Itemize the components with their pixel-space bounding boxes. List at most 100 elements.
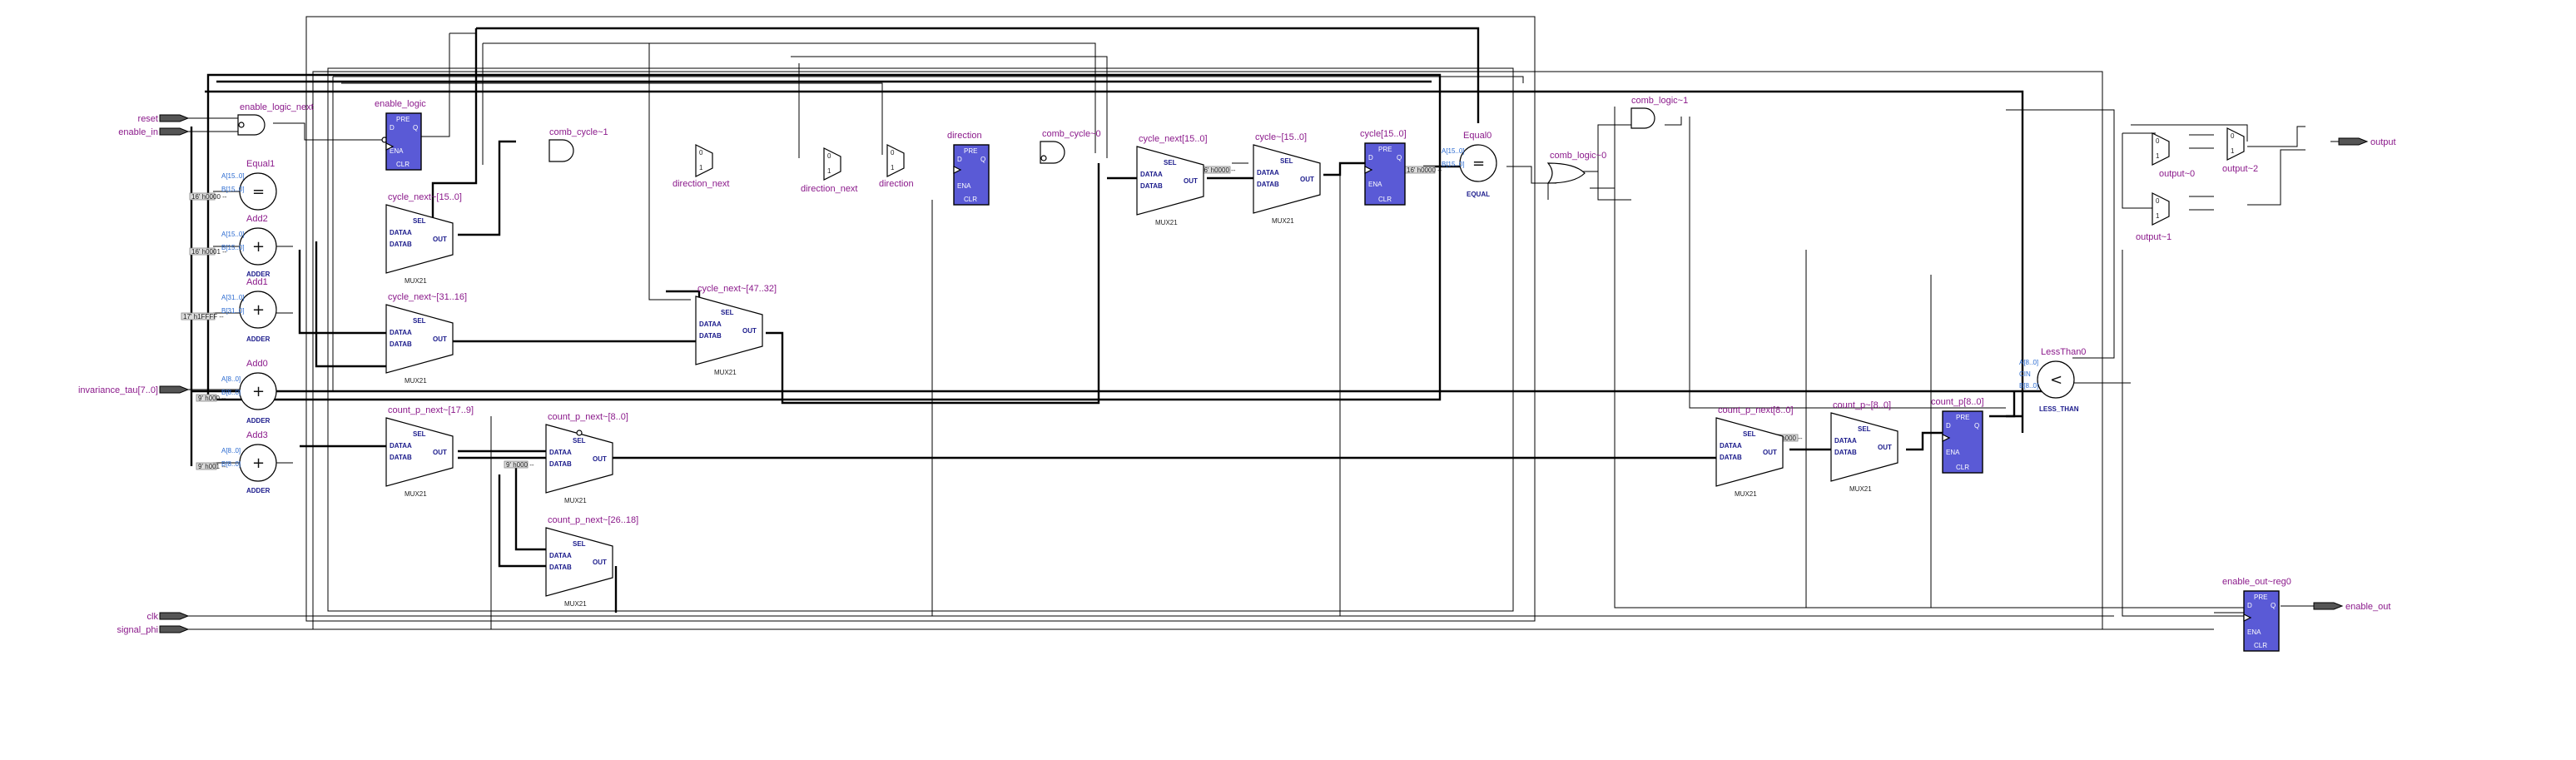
svg-text:B[8..0]: B[8..0] — [221, 389, 241, 396]
svg-text:ADDER: ADDER — [246, 335, 271, 343]
svg-text:MUX21: MUX21 — [1735, 490, 1757, 498]
svg-text:1: 1 — [827, 167, 831, 175]
svg-text:A[31..0]: A[31..0] — [221, 294, 245, 301]
svg-text:SEL: SEL — [721, 309, 734, 316]
svg-text:A[8..0]: A[8..0] — [2019, 359, 2038, 366]
constant-box: 9' h000 -- — [504, 460, 534, 469]
svg-text:A[15..0]: A[15..0] — [1442, 147, 1465, 155]
svg-text:Equal0: Equal0 — [1463, 131, 1491, 141]
svg-text:SEL: SEL — [413, 430, 426, 438]
svg-text:+: + — [252, 301, 265, 319]
operator-add2: + Add2 A[15..0] B[15..0] ADDER — [221, 214, 277, 278]
svg-text:OUT: OUT — [1300, 176, 1314, 183]
svg-text:=: = — [252, 183, 265, 201]
svg-text:B[8..0]: B[8..0] — [221, 460, 241, 468]
svg-text:9' h000 --: 9' h000 -- — [1774, 435, 1803, 442]
svg-text:DATAB: DATAB — [390, 241, 412, 248]
input-pin-invariance-tau: invariance_tau[7..0] — [78, 385, 190, 395]
mux21-count-p-next-17: SEL DATAA DATAB OUT count_p_next~[17..9]… — [385, 405, 474, 498]
pin-label: reset — [138, 114, 158, 124]
svg-text:B[31..0]: B[31..0] — [221, 307, 245, 315]
svg-text:cycle_next~[31..16]: cycle_next~[31..16] — [388, 292, 467, 302]
svg-text:DATAB: DATAB — [699, 332, 722, 340]
svg-text:Add2: Add2 — [246, 214, 268, 224]
and-gate-enable-logic-next: enable_logic_next — [237, 102, 314, 136]
mux21-cycle-next-31: SEL DATAA DATAB OUT cycle_next~[31..16] … — [385, 292, 467, 385]
svg-text:0: 0 — [827, 152, 831, 160]
io-pins: reset enable_in invariance_tau[7..0] clk… — [78, 114, 2396, 635]
svg-text:A[8..0]: A[8..0] — [221, 375, 241, 383]
svg-text:+: + — [252, 383, 265, 400]
svg-text:OUT: OUT — [593, 455, 607, 463]
svg-text:1: 1 — [891, 164, 895, 171]
svg-text:DATAB: DATAB — [1140, 182, 1163, 190]
svg-text:comb_cycle~0: comb_cycle~0 — [1042, 129, 1101, 139]
mux21-cycle-next-15b: SEL DATAA DATAB OUT cycle_next[15..0] MU… — [1136, 134, 1208, 226]
svg-text:count_p_next~[17..9]: count_p_next~[17..9] — [388, 405, 474, 415]
input-pin-reset: reset — [138, 114, 190, 124]
svg-text:PRE: PRE — [964, 147, 977, 155]
mux-output-2: 01 output~2 — [2222, 127, 2258, 174]
svg-text:SEL: SEL — [573, 540, 586, 548]
svg-text:CIN: CIN — [2019, 370, 2031, 378]
svg-text:ENA: ENA — [1946, 449, 1960, 456]
svg-text:OUT: OUT — [1184, 177, 1198, 185]
svg-text:17' h1FFFF --: 17' h1FFFF -- — [183, 313, 224, 320]
svg-text:0: 0 — [699, 149, 703, 156]
svg-text:PRE: PRE — [1378, 146, 1392, 153]
mux-output-0: 01 output~0 — [2152, 132, 2195, 179]
mux-direction-next: 01 direction_next — [673, 144, 730, 189]
and-gate-comb-logic-1: comb_logic~1 — [1630, 96, 1688, 129]
operator-add3: + Add3 A[8..0] B[8..0] ADDER — [221, 430, 277, 494]
svg-text:direction: direction — [947, 131, 982, 141]
svg-text:LESS_THAN: LESS_THAN — [2039, 405, 2079, 413]
mux-output-1: 01 output~1 — [2136, 192, 2171, 242]
svg-text:B[15..0]: B[15..0] — [221, 244, 245, 251]
svg-text:count_p~[8..0]: count_p~[8..0] — [1833, 400, 1891, 410]
svg-text:ENA: ENA — [1368, 181, 1382, 188]
svg-text:CLR: CLR — [1956, 464, 1969, 471]
svg-text:OUT: OUT — [1763, 449, 1777, 456]
svg-text:MUX21: MUX21 — [405, 377, 427, 385]
mux21-cycle-15: SEL DATAA DATAB OUT cycle~[15..0] MUX21 — [1253, 132, 1321, 225]
svg-text:<: < — [2050, 371, 2062, 389]
svg-text:A[15..0]: A[15..0] — [221, 172, 245, 180]
svg-text:comb_cycle~1: comb_cycle~1 — [549, 127, 608, 137]
svg-text:SEL: SEL — [1858, 425, 1871, 433]
svg-text:SEL: SEL — [573, 437, 586, 445]
svg-text:count_p[8..0]: count_p[8..0] — [1931, 397, 1984, 407]
constant-box: 17' h1FFFF -- — [181, 312, 224, 320]
svg-text:SEL: SEL — [1280, 157, 1293, 165]
svg-text:cycle_next~[47..32]: cycle_next~[47..32] — [697, 284, 777, 294]
svg-text:OUT: OUT — [1878, 444, 1892, 451]
svg-text:Add0: Add0 — [246, 359, 268, 369]
svg-text:output~0: output~0 — [2159, 169, 2195, 179]
svg-text:CLR: CLR — [964, 196, 977, 203]
svg-text:0: 0 — [2231, 132, 2235, 140]
pin-label: enable_out — [2345, 602, 2390, 612]
operator-equal1: = Equal1 A[15..0] B[15..0] — [221, 159, 277, 211]
mux21-count-p-next-8: SEL DATAA DATAB OUT count_p_next~[8..0] … — [545, 412, 628, 504]
svg-text:DATAA: DATAA — [549, 552, 572, 559]
svg-text:1: 1 — [2156, 152, 2160, 160]
svg-text:DATAA: DATAA — [699, 320, 722, 328]
constant-box: 9' h001 -- — [196, 462, 226, 470]
svg-text:1: 1 — [2156, 212, 2160, 220]
svg-text:comb_logic~1: comb_logic~1 — [1631, 96, 1688, 106]
svg-text:count_p_next~[26..18]: count_p_next~[26..18] — [548, 515, 638, 525]
svg-text:+: + — [252, 238, 265, 256]
mux21-cycle-next-15: SEL DATAA DATAB OUT cycle_next~[15..0] M… — [385, 192, 462, 285]
svg-text:ADDER: ADDER — [246, 487, 271, 494]
svg-text:D: D — [390, 124, 395, 132]
svg-text:cycle_next[15..0]: cycle_next[15..0] — [1139, 134, 1208, 144]
svg-text:=: = — [1472, 155, 1485, 172]
or-gate-comb-logic-0: comb_logic~0 — [1546, 151, 1606, 184]
svg-text:D: D — [1368, 154, 1373, 161]
svg-text:DATAB: DATAB — [390, 454, 412, 461]
svg-text:SEL: SEL — [1743, 430, 1756, 438]
svg-text:CLR: CLR — [396, 161, 409, 168]
input-pin-enable-in: enable_in — [118, 127, 190, 137]
svg-text:LessThan0: LessThan0 — [2041, 347, 2086, 357]
svg-text:16' h0000 --: 16' h0000 -- — [1200, 166, 1236, 174]
svg-text:direction_next: direction_next — [801, 184, 858, 194]
